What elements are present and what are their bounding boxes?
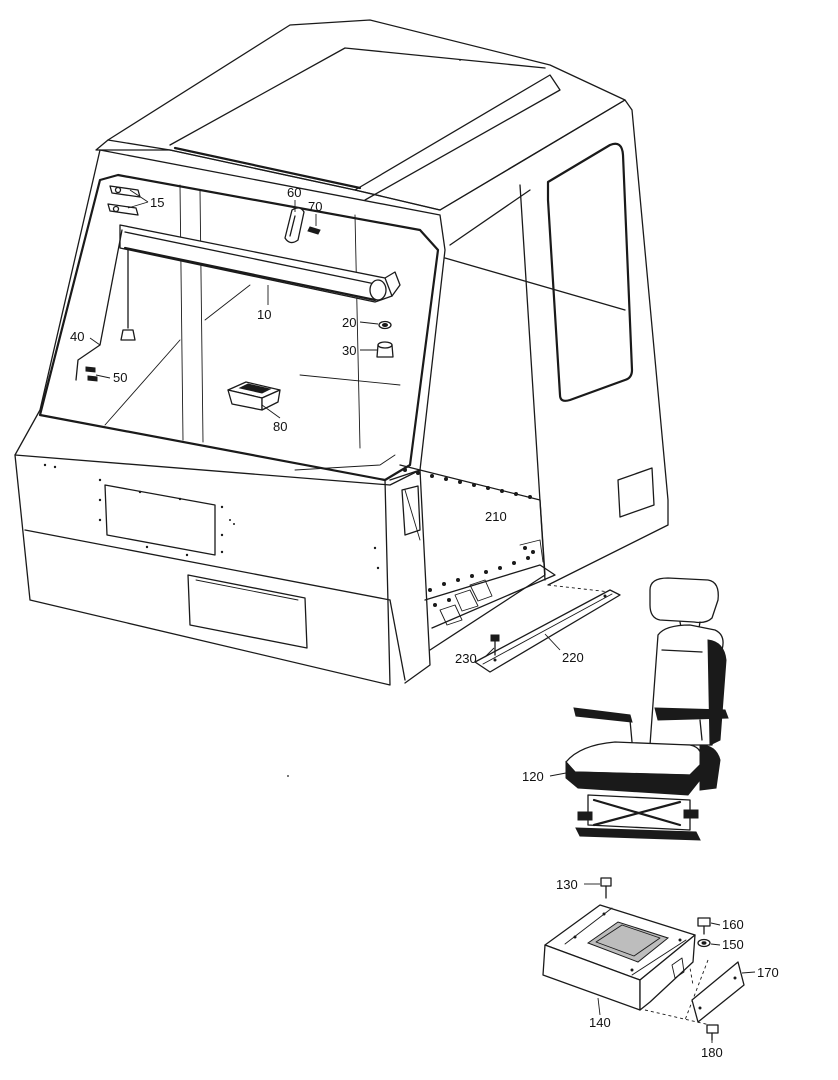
callout-230: 230 <box>455 651 477 666</box>
part-bolt-180 <box>706 1024 719 1041</box>
leader-lines <box>89 189 756 1043</box>
part-seat-rail <box>474 589 621 673</box>
callout-150: 150 <box>722 937 744 952</box>
rivet-row <box>43 463 380 570</box>
part-bolt-130 <box>600 877 612 899</box>
callout-160: 160 <box>722 917 744 932</box>
callout-40: 40 <box>70 329 84 344</box>
part-cord <box>75 229 136 381</box>
part-screw-70 <box>307 226 321 235</box>
callout-120: 120 <box>522 769 544 784</box>
callout-210: 210 <box>485 509 507 524</box>
part-bolt-160 <box>697 917 711 935</box>
callout-170: 170 <box>757 965 779 980</box>
callout-10: 10 <box>257 307 271 322</box>
part-operator-seat <box>565 577 729 841</box>
callout-180: 180 <box>701 1045 723 1060</box>
callout-20: 20 <box>342 315 356 330</box>
callout-30: 30 <box>342 343 356 358</box>
callout-15: 15 <box>150 195 164 210</box>
part-screws <box>85 366 98 382</box>
part-brackets <box>107 185 141 216</box>
callout-140: 140 <box>589 1015 611 1030</box>
part-plate-170 <box>691 961 745 1023</box>
part-storage-box <box>227 381 281 411</box>
callout-60: 60 <box>287 185 301 200</box>
part-washer-150 <box>697 938 711 948</box>
callout-220: 220 <box>562 650 584 665</box>
cab-body <box>14 19 669 777</box>
callout-70: 70 <box>308 199 322 214</box>
callout-50: 50 <box>113 370 127 385</box>
floor-holes <box>403 468 535 607</box>
part-bolt-230 <box>490 634 500 656</box>
callout-130: 130 <box>556 877 578 892</box>
callout-labels: 10 15 20 30 40 50 60 70 80 120 130 140 1… <box>70 185 779 1060</box>
callout-80: 80 <box>273 419 287 434</box>
part-sun-visor <box>119 224 401 303</box>
part-seat-base <box>542 904 696 1011</box>
part-clip <box>284 207 305 244</box>
part-nut <box>376 341 394 358</box>
part-washer <box>378 320 392 330</box>
